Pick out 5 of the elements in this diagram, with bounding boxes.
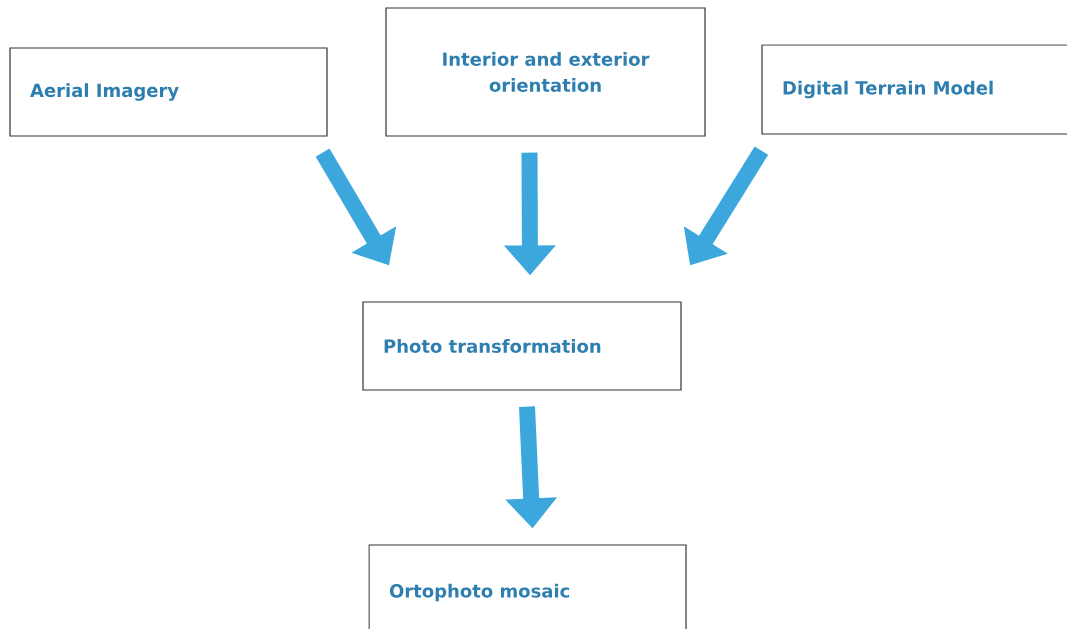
process-box: Photo transformation: [362, 301, 682, 391]
process-box: Ortophoto mosaic: [368, 544, 687, 629]
process-box: Interior and exterior orientation: [385, 7, 706, 137]
process-box: Digital Terrain Model: [761, 44, 1067, 135]
process-box: Aerial Imagery: [9, 47, 328, 137]
